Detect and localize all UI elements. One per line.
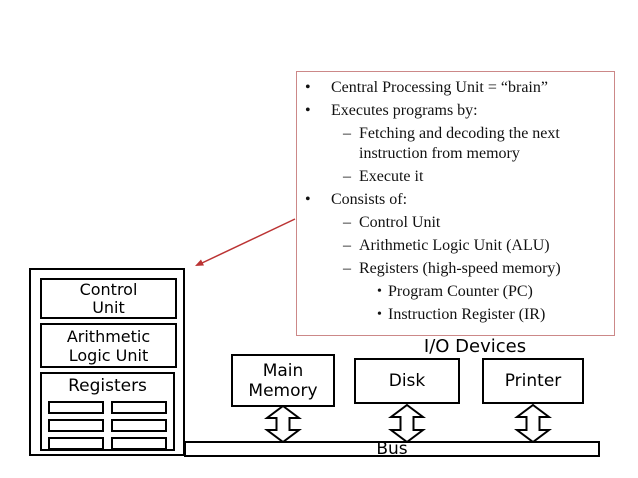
- note-item: – Registers (high-speed memory): [297, 259, 614, 279]
- note-item: • Executes programs by:: [297, 101, 614, 121]
- note-item: • Instruction Register (IR): [297, 305, 614, 325]
- control-unit-label-line2: Unit: [92, 297, 125, 317]
- bullet-marker: •: [377, 284, 382, 299]
- dash-marker: –: [343, 260, 351, 277]
- dash-marker: –: [343, 214, 351, 231]
- note-text: Execute it: [359, 168, 424, 185]
- bullet-marker: •: [305, 191, 311, 208]
- note-item: – Arithmetic Logic Unit (ALU): [297, 236, 614, 256]
- note-text: Central Processing Unit = “brain”: [331, 79, 548, 96]
- note-item: – Fetching and decoding the next instruc…: [297, 124, 614, 164]
- io-devices-label: I/O Devices: [423, 336, 527, 357]
- disk-label: Disk: [388, 371, 426, 391]
- bullet-marker: •: [377, 307, 382, 322]
- main-memory-label-line1: Main: [262, 360, 304, 381]
- alu-label-line2: Logic Unit: [68, 345, 149, 365]
- dash-marker: –: [343, 237, 351, 254]
- note-item: – Execute it: [297, 167, 614, 187]
- registers-box: Registers: [40, 372, 175, 451]
- cpu-notes-box: • Central Processing Unit = “brain” • Ex…: [296, 71, 615, 336]
- note-text: Consists of:: [331, 191, 408, 208]
- control-unit-label-line1: Control: [79, 279, 138, 299]
- annotation-arrowhead-icon: [195, 259, 204, 266]
- bullet-marker: •: [305, 79, 311, 96]
- note-item: • Program Counter (PC): [297, 282, 614, 302]
- note-text: Fetching and decoding the next instructi…: [359, 125, 560, 162]
- printer-label: Printer: [504, 371, 562, 391]
- note-text: Program Counter (PC): [388, 283, 533, 300]
- note-text: Registers (high-speed memory): [359, 260, 561, 277]
- bus-label: Bus: [376, 439, 408, 459]
- double-arrow-icon-disk: [388, 403, 426, 444]
- disk-box: Disk: [354, 358, 460, 404]
- register-slot: [48, 437, 104, 450]
- note-item: • Consists of:: [297, 190, 614, 210]
- note-item: – Control Unit: [297, 213, 614, 233]
- annotation-arrow-line: [201, 218, 296, 264]
- printer-box: Printer: [482, 358, 584, 404]
- register-slot: [111, 419, 167, 432]
- register-slot: [48, 419, 104, 432]
- bus-rect: [184, 441, 600, 457]
- double-arrow-icon-memory: [264, 404, 302, 444]
- main-memory-box: Main Memory: [231, 354, 335, 407]
- note-text: Instruction Register (IR): [388, 306, 546, 323]
- note-text: Executes programs by:: [331, 102, 478, 119]
- registers-label: Registers: [68, 376, 147, 396]
- dash-marker: –: [343, 125, 351, 142]
- note-text: Arithmetic Logic Unit (ALU): [359, 237, 550, 254]
- register-slot: [48, 401, 104, 414]
- register-slot: [111, 437, 167, 450]
- control-unit-box: Control Unit: [40, 278, 177, 319]
- note-text: Control Unit: [359, 214, 441, 231]
- register-slot: [111, 401, 167, 414]
- main-memory-label-line2: Memory: [248, 380, 318, 401]
- alu-label-line1: Arithmetic: [66, 326, 151, 346]
- bullet-marker: •: [305, 102, 311, 119]
- note-item: • Central Processing Unit = “brain”: [297, 78, 614, 98]
- alu-box: Arithmetic Logic Unit: [40, 323, 177, 368]
- dash-marker: –: [343, 168, 351, 185]
- double-arrow-icon-printer: [514, 403, 552, 444]
- register-slot-grid: [48, 401, 167, 450]
